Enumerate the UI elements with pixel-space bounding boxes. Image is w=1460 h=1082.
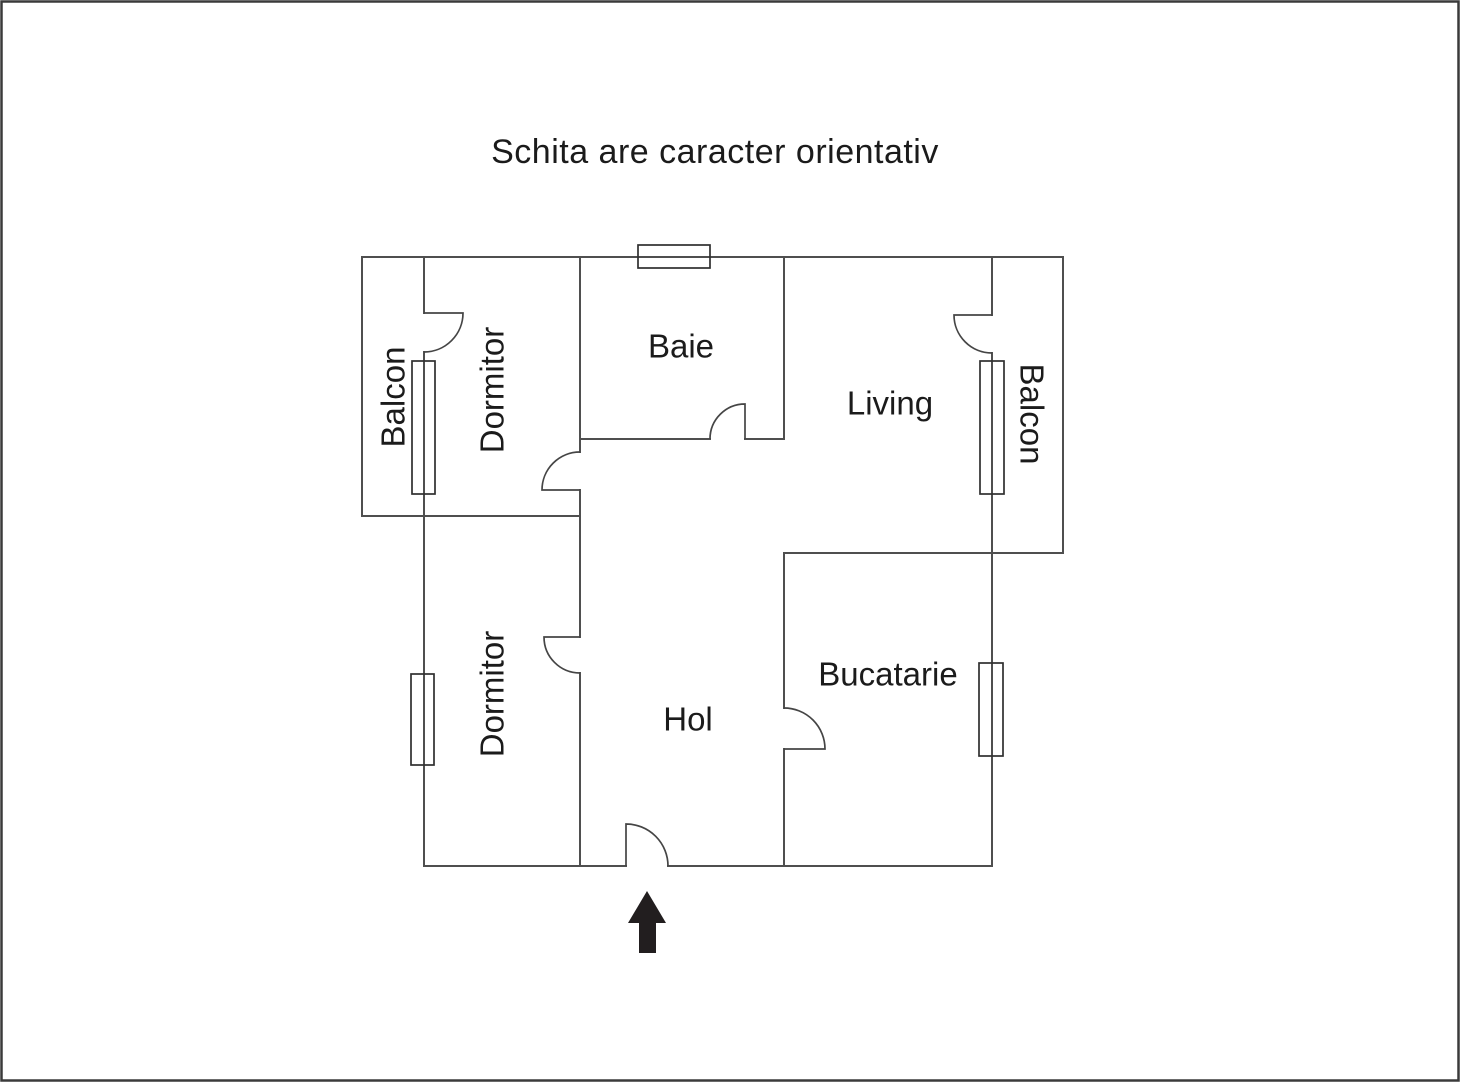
- door-arcs: [423, 312, 993, 867]
- room-label-bucatarie: Bucatarie: [818, 656, 957, 693]
- door-dormitor-top: [541, 451, 581, 491]
- room-label-balcon-left: Balcon: [375, 347, 412, 448]
- room-label-dormitor-bottom: Dormitor: [474, 631, 511, 758]
- window-balcon-left: [411, 360, 436, 495]
- room-label-dormitor-top: Dormitor: [474, 327, 511, 454]
- door-entrance: [625, 823, 669, 867]
- window-bucatarie: [978, 662, 1004, 757]
- window-balcon-right: [979, 360, 1005, 495]
- window-baie: [637, 244, 711, 269]
- wall-left-and-balcony-bottom: [361, 256, 581, 517]
- room-label-baie: Baie: [648, 328, 714, 365]
- walls: [361, 256, 1064, 867]
- door-balcon-left: [423, 312, 464, 353]
- door-baie: [709, 403, 746, 440]
- door-balcon-right: [953, 314, 993, 354]
- door-bucatarie: [783, 707, 826, 750]
- entrance-arrow-icon: [628, 891, 666, 953]
- room-labels: Balcon Dormitor Baie Living Balcon Dormi…: [375, 327, 1051, 758]
- windows: [410, 244, 1005, 766]
- door-dormitor-bottom: [543, 636, 581, 674]
- room-label-hol: Hol: [663, 701, 713, 738]
- room-label-balcon-right: Balcon: [1014, 364, 1051, 465]
- plan-title: Schita are caracter orientativ: [491, 133, 939, 171]
- room-label-living: Living: [847, 385, 933, 422]
- window-dormitor-bottom: [410, 673, 435, 766]
- wall-right-and-living-bottom: [783, 256, 1064, 554]
